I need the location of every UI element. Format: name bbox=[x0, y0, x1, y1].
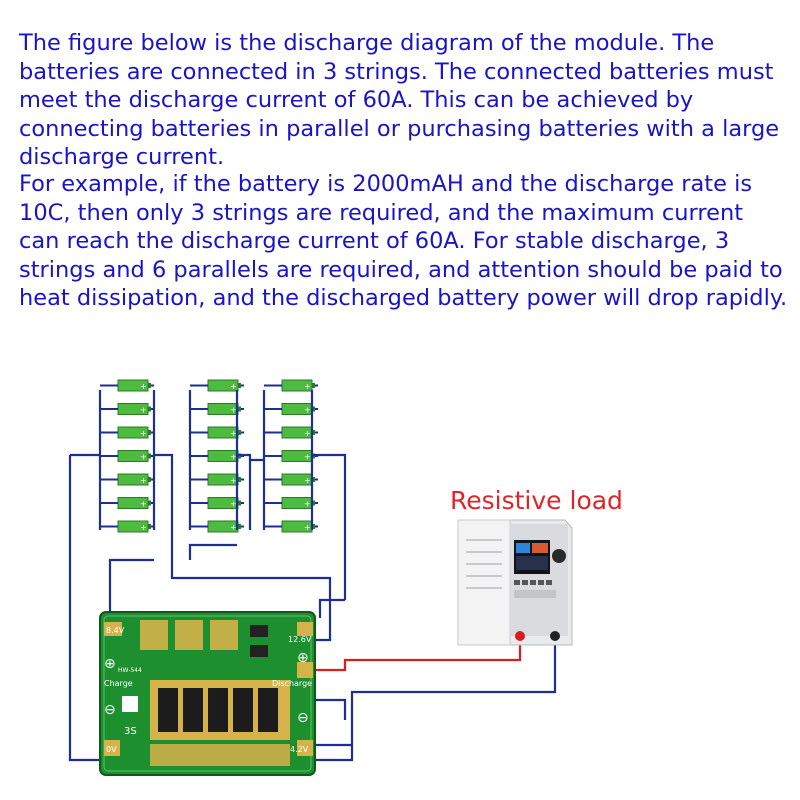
load-positive-terminal bbox=[515, 631, 525, 641]
discharge-minus-icon: ⊖ bbox=[297, 710, 309, 726]
battery-cell-plus-sign: + bbox=[140, 453, 147, 462]
battery-cell-terminal bbox=[238, 383, 241, 388]
battery-cell-plus-sign: + bbox=[304, 406, 311, 415]
battery-cell-plus-sign: + bbox=[304, 500, 311, 509]
pad-8v4 bbox=[104, 622, 122, 636]
battery-cell-terminal bbox=[312, 430, 315, 435]
battery-cell-terminal bbox=[238, 406, 241, 412]
battery-cell-terminal bbox=[312, 406, 315, 412]
label-12v6: 12.6V bbox=[288, 635, 312, 644]
battery-cell-plus-sign: + bbox=[140, 500, 147, 509]
battery-cell-terminal bbox=[238, 524, 241, 529]
blue-wires bbox=[68, 390, 557, 762]
battery-cell-terminal bbox=[238, 430, 241, 435]
battery-cell-plus-sign: + bbox=[140, 429, 147, 438]
battery-cell-terminal bbox=[312, 500, 315, 506]
battery-pack: + + + + + + + + + + + + + + + + + + + + + bbox=[100, 379, 318, 533]
pad-discharge-plus bbox=[297, 662, 313, 678]
pad-0v bbox=[104, 740, 120, 756]
battery-cell-terminal bbox=[148, 383, 151, 388]
discharge-plus-icon: ⊕ bbox=[297, 650, 309, 666]
battery-cell-terminal bbox=[312, 524, 315, 529]
battery-cell-plus-sign: + bbox=[304, 453, 311, 462]
charge-minus-icon: ⊖ bbox=[104, 702, 116, 718]
battery-cell-terminal bbox=[238, 477, 241, 482]
battery-cell-terminal bbox=[148, 453, 151, 459]
red-wires bbox=[300, 640, 522, 672]
battery-cell-terminal bbox=[148, 477, 151, 482]
battery-cell-plus-sign: + bbox=[140, 476, 147, 485]
electronic-load-device bbox=[457, 519, 573, 646]
battery-cell-plus-sign: + bbox=[304, 476, 311, 485]
battery-cell-plus-sign: + bbox=[230, 453, 237, 462]
battery-cell-terminal bbox=[312, 477, 315, 482]
battery-cell-terminal bbox=[312, 383, 315, 388]
load-negative-terminal bbox=[550, 631, 560, 641]
battery-cell-plus-sign: + bbox=[230, 429, 237, 438]
battery-cell-plus-sign: + bbox=[140, 523, 147, 532]
battery-cell-plus-sign: + bbox=[230, 382, 237, 391]
bms-protection-board: 8.4V 12.6V ⊕ ⊕ HW-544 Charge Discharge ⊖… bbox=[99, 611, 316, 776]
label-4v2: 4.2V bbox=[290, 745, 309, 754]
description-paragraph-1: The figure below is the discharge diagra… bbox=[19, 30, 780, 170]
battery-cell-terminal bbox=[238, 500, 241, 506]
battery-cell-plus-sign: + bbox=[304, 382, 311, 391]
battery-cell-plus-sign: + bbox=[230, 406, 237, 415]
board-model-label: HW-544 bbox=[118, 667, 142, 674]
battery-cell-plus-sign: + bbox=[230, 523, 237, 532]
battery-cell-plus-sign: + bbox=[140, 382, 147, 391]
battery-cell-terminal bbox=[148, 406, 151, 412]
battery-cell-terminal bbox=[148, 430, 151, 435]
description-paragraph-2: For example, if the battery is 2000mAH a… bbox=[19, 171, 788, 311]
battery-cell-terminal bbox=[148, 524, 151, 529]
battery-cell-plus-sign: + bbox=[230, 500, 237, 509]
label-discharge: Discharge bbox=[272, 679, 312, 688]
battery-cell-terminal bbox=[148, 500, 151, 506]
battery-cell-plus-sign: + bbox=[140, 406, 147, 415]
resistive-load-label: Resistive load bbox=[450, 486, 623, 515]
charge-plus-icon: ⊕ bbox=[104, 656, 116, 672]
pad-4v2 bbox=[297, 740, 313, 756]
pad-12v6 bbox=[297, 622, 313, 636]
label-charge: Charge bbox=[104, 679, 133, 688]
battery-cell-plus-sign: + bbox=[230, 476, 237, 485]
label-8v4: 8.4V bbox=[106, 626, 125, 635]
battery-cell-plus-sign: + bbox=[304, 523, 311, 532]
label-0v: 0V bbox=[106, 745, 117, 754]
label-3s: 3S bbox=[124, 726, 137, 737]
battery-cell-plus-sign: + bbox=[304, 429, 311, 438]
